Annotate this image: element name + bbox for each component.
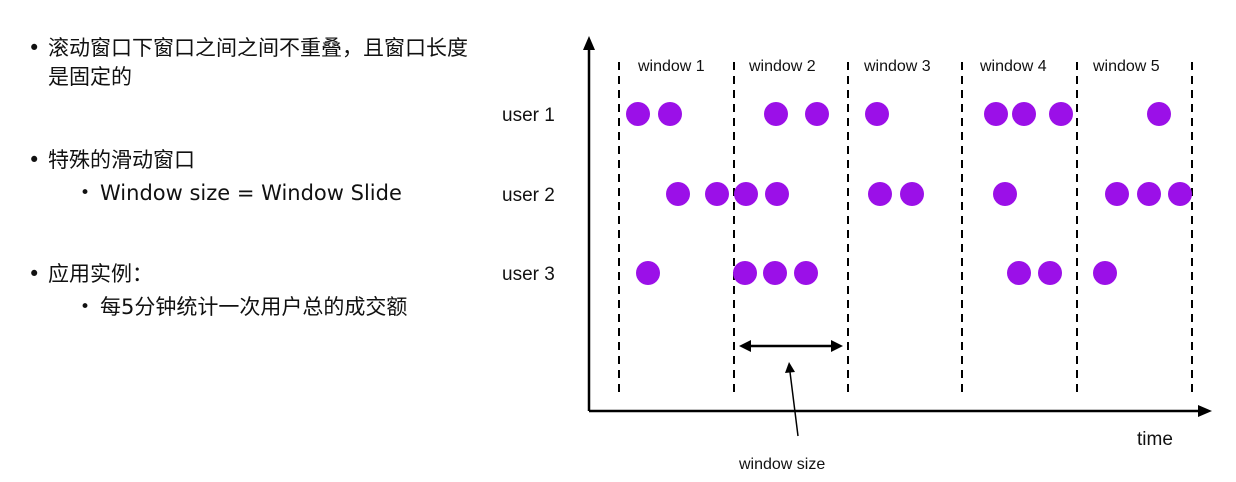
event-dot [1007, 261, 1031, 285]
window-size-pointer [789, 371, 799, 437]
event-dot [765, 182, 789, 206]
event-dot [1012, 102, 1036, 126]
event-dot [658, 102, 682, 126]
window-size-arrow [739, 340, 843, 352]
event-dot [805, 102, 829, 126]
event-dot [764, 102, 788, 126]
events [626, 102, 1192, 285]
arrow-right-icon [831, 340, 843, 352]
event-dot [636, 261, 660, 285]
window-boundaries [618, 62, 1193, 392]
x-axis-label: time [1137, 429, 1173, 450]
window-label: window 2 [748, 58, 816, 75]
event-dot [1049, 102, 1073, 126]
event-dot [763, 261, 787, 285]
arrow-left-icon [739, 340, 751, 352]
window-label: window 4 [979, 58, 1047, 75]
event-dot [1038, 261, 1062, 285]
bullet-special-sliding: 特殊的滑动窗口 [28, 146, 478, 175]
event-dot [1137, 182, 1161, 206]
event-dot [1105, 182, 1129, 206]
event-dot [1168, 182, 1192, 206]
event-dot [666, 182, 690, 206]
sub-bullet-example-detail: 每5分钟统计一次用户总的成交额 [80, 293, 430, 322]
sub-bullet-window-size: Window size = Window Slide [80, 179, 478, 208]
window-size-label: window size [738, 456, 825, 473]
event-dot [705, 182, 729, 206]
event-dot [733, 261, 757, 285]
pointer-arrow-icon [785, 362, 795, 373]
event-dot [1093, 261, 1117, 285]
event-dot [794, 261, 818, 285]
window-label: window 1 [637, 58, 705, 75]
event-dot [984, 102, 1008, 126]
event-dot [900, 182, 924, 206]
user-label: user 3 [502, 264, 555, 285]
event-dot [1147, 102, 1171, 126]
user-label: user 2 [502, 185, 555, 206]
window-label: window 3 [863, 58, 931, 75]
window-label: window 5 [1092, 58, 1160, 75]
bullet-tumbling-definition: 滚动窗口下窗口之间之间不重叠，且窗口长度是固定的 [28, 34, 478, 92]
event-dot [993, 182, 1017, 206]
event-dot [868, 182, 892, 206]
event-dot [865, 102, 889, 126]
user-label: user 1 [502, 105, 555, 126]
y-axis-arrow-icon [583, 36, 595, 50]
bullet-list: 滚动窗口下窗口之间之间不重叠，且窗口长度是固定的 特殊的滑动窗口 Window … [28, 34, 478, 322]
bullet-example: 应用实例： [28, 260, 478, 289]
event-dot [734, 182, 758, 206]
x-axis-arrow-icon [1198, 405, 1212, 417]
event-dot [626, 102, 650, 126]
